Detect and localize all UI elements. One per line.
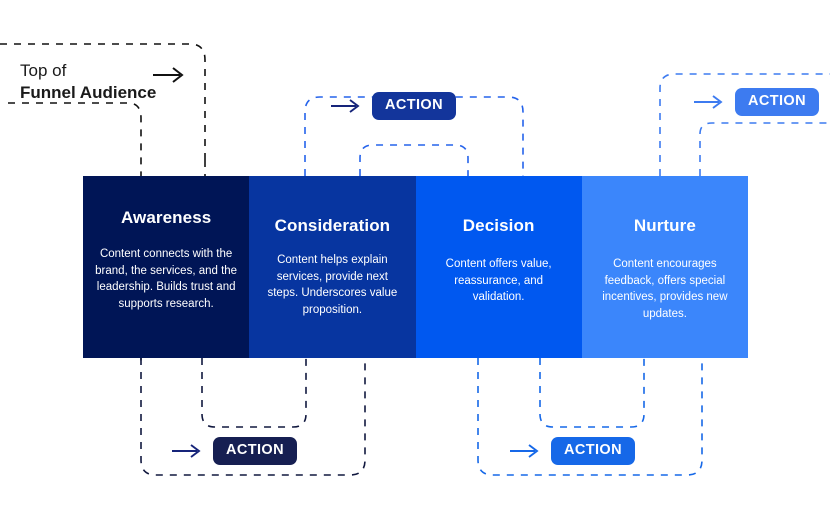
funnel-stage-awareness[interactable]: Awareness Content connects with the bran…	[83, 176, 250, 358]
action-top-right[interactable]: ACTION	[693, 88, 819, 116]
stage-title: Nurture	[633, 216, 696, 235]
stage-title: Consideration	[274, 216, 391, 235]
top-of-funnel-label: Top of Funnel Audience	[20, 60, 156, 105]
action-chip-label[interactable]: ACTION	[735, 88, 819, 116]
stage-title: Decision	[462, 216, 535, 235]
top-of-funnel-line1: Top of	[20, 61, 67, 80]
funnel-stage-consideration[interactable]: Consideration Content helps explain serv…	[249, 176, 416, 358]
action-chip-label[interactable]: ACTION	[372, 92, 456, 120]
action-chip-label[interactable]: ACTION	[551, 437, 635, 465]
stage-description: Content connects with the brand, the ser…	[95, 248, 238, 311]
arrow-right-icon	[153, 67, 184, 83]
top-of-funnel-line2: Funnel Audience	[20, 83, 157, 103]
action-top-right-inner-loop-path	[699, 122, 830, 176]
action-chip-label[interactable]: ACTION	[213, 437, 297, 465]
action-bottom-left-inner-loop-path	[201, 358, 307, 428]
stage-description: Content encourages feedback, offers spec…	[602, 258, 728, 321]
arrow-right-icon	[694, 95, 723, 109]
arrow-right-icon	[331, 99, 360, 113]
funnel-stage-nurture[interactable]: Nurture Content encourages feedback, off…	[581, 176, 748, 358]
funnel-stage-decision[interactable]: Decision Content offers value, reassuran…	[415, 176, 582, 358]
action-top-center-inner-loop-path	[359, 144, 469, 176]
stage-title: Awareness	[120, 208, 212, 227]
arrow-right-icon	[510, 444, 539, 458]
stage-description: Content helps explain services, provide …	[267, 254, 398, 317]
action-bottom-right[interactable]: ACTION	[509, 437, 635, 465]
stage-description: Content offers value, reassurance, and v…	[445, 258, 552, 304]
action-bottom-left[interactable]: ACTION	[171, 437, 297, 465]
action-top-center[interactable]: ACTION	[330, 92, 456, 120]
funnel-band: Awareness Content connects with the bran…	[83, 176, 748, 358]
arrow-right-icon	[172, 444, 201, 458]
action-bottom-right-inner-loop-path	[539, 358, 645, 428]
